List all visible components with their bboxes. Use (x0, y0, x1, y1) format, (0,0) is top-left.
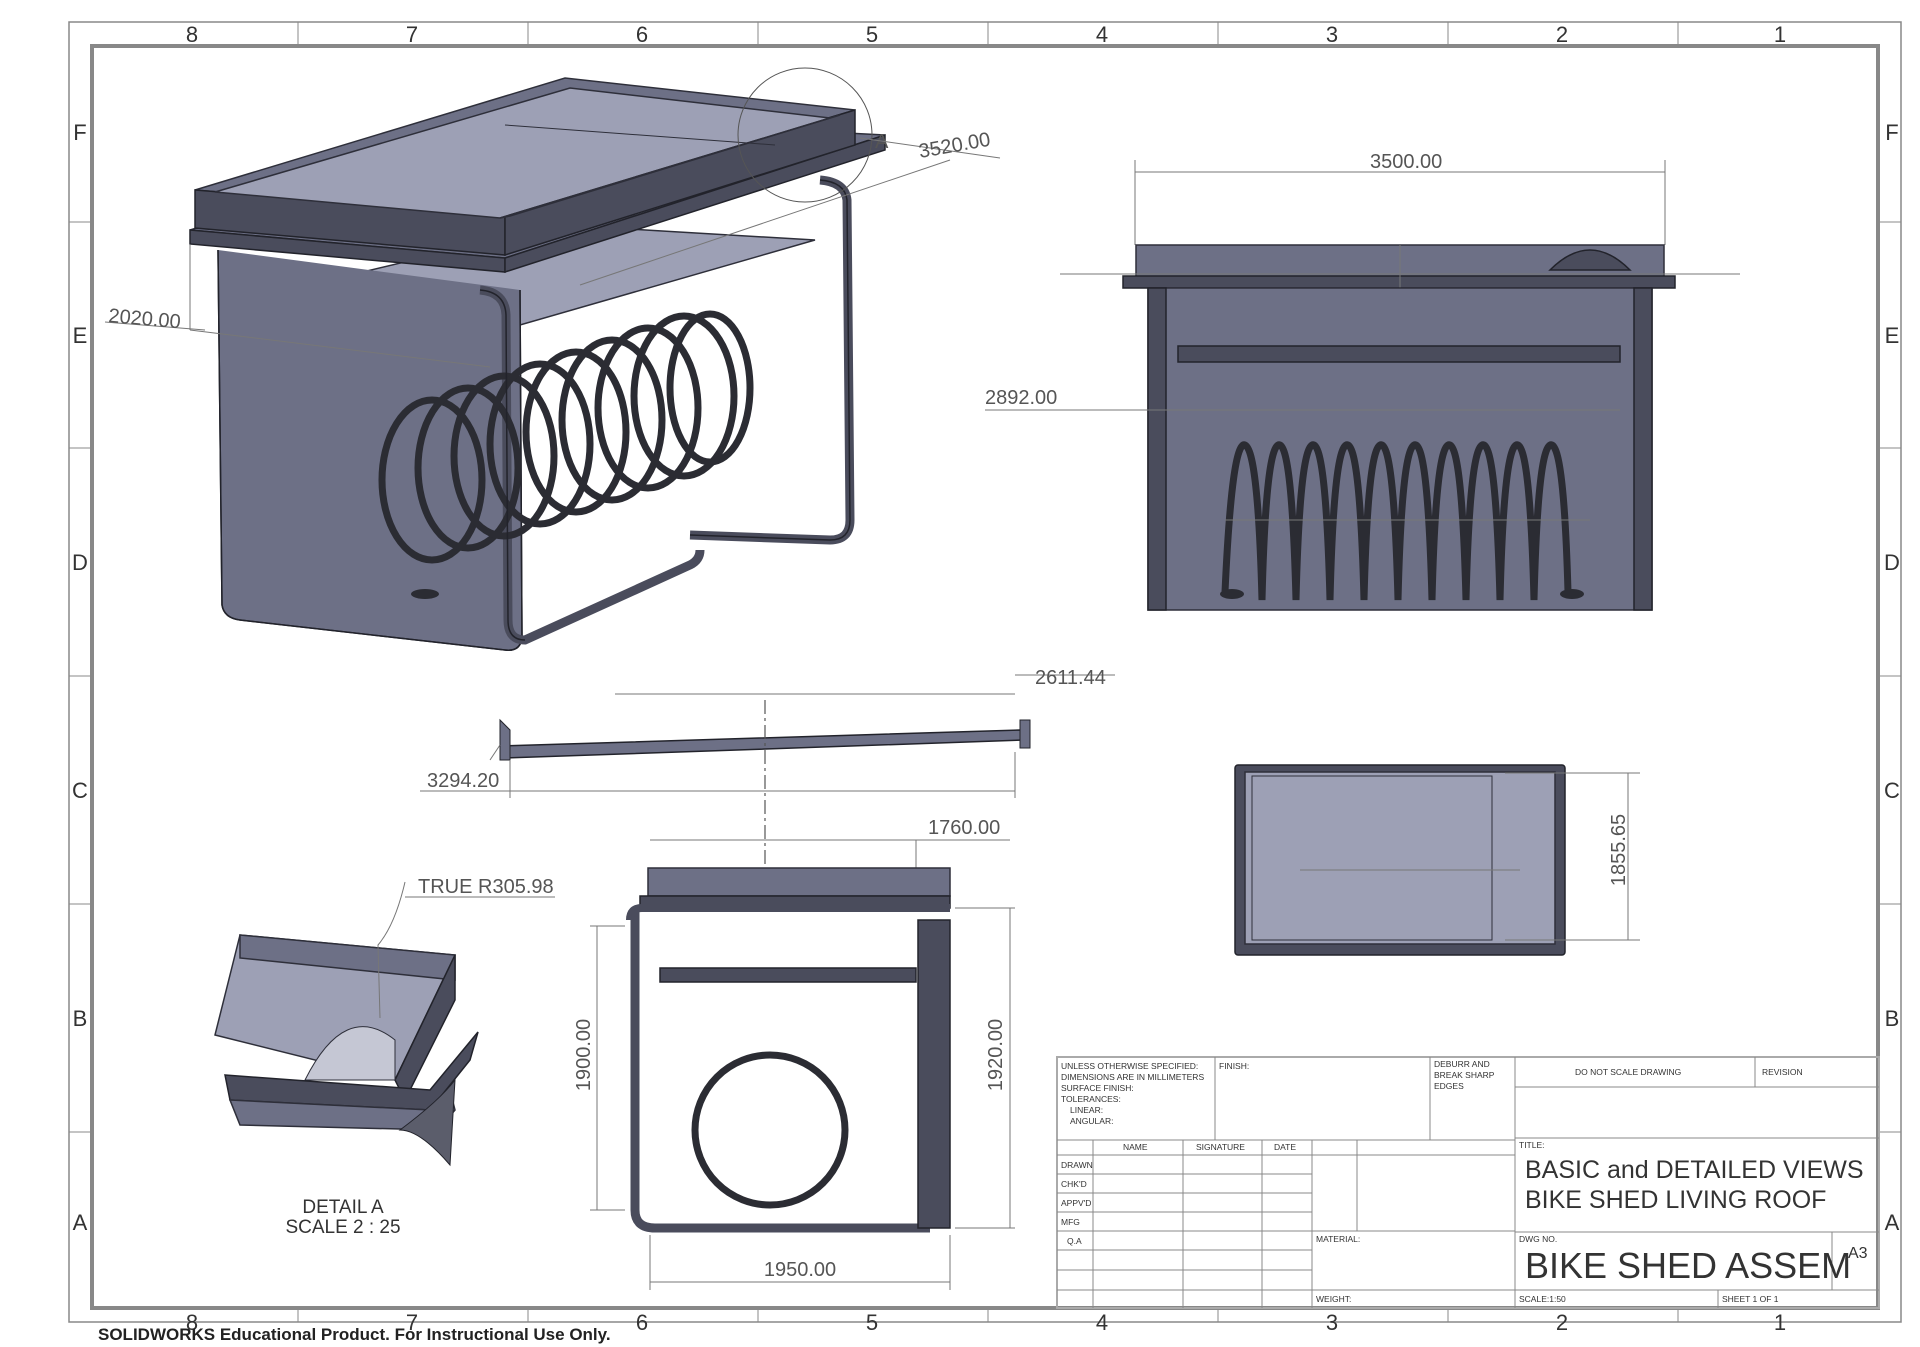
tb-role-qa: Q.A (1067, 1236, 1082, 1246)
tb-note-1: DIMENSIONS ARE IN MILLIMETERS (1061, 1072, 1204, 1082)
detail-a-callout: A (875, 131, 889, 153)
zone-col-7: 7 (406, 22, 418, 47)
isometric-view: A 3520.00 2020.00 (104, 67, 1001, 651)
dim-front-inner: 2892.00 (985, 387, 1057, 409)
tb-title-label: TITLE: (1519, 1140, 1545, 1150)
tb-dwg-label: DWG NO. (1519, 1234, 1557, 1244)
zone-row-e-right: E (1885, 323, 1900, 348)
tb-title-line1: BASIC and DETAILED VIEWS (1525, 1156, 1864, 1184)
tb-revision-label: REVISION (1762, 1067, 1803, 1077)
zone-row-c: C (72, 778, 88, 803)
tb-role-mfg: MFG (1061, 1217, 1080, 1227)
educational-watermark: SOLIDWORKS Educational Product. For Inst… (98, 1325, 611, 1344)
zone-row-a: A (73, 1210, 88, 1235)
front-view: 3500.00 2892.00 (985, 151, 1740, 611)
tb-note-3: TOLERANCES: (1061, 1094, 1121, 1104)
tb-material-label: MATERIAL: (1316, 1234, 1360, 1244)
zone-row-a-right: A (1885, 1210, 1900, 1235)
bike-coil-side (691, 1051, 849, 1209)
tb-note-0: UNLESS OTHERWISE SPECIFIED: (1061, 1061, 1198, 1071)
tb-note-4: LINEAR: (1070, 1105, 1103, 1115)
dim-iso-length: 3520.00 (917, 129, 992, 163)
zone-col-2-bottom: 2 (1556, 1310, 1568, 1335)
detail-a-title: DETAIL A (302, 1197, 384, 1218)
zone-col-4-bottom: 4 (1096, 1310, 1108, 1335)
zone-labels-bottom: 8 7 6 5 4 3 2 1 (186, 1310, 1786, 1335)
side-view: 1760.00 1900.00 1920.00 1950.00 (573, 817, 1015, 1290)
tb-note-5: ANGULAR: (1070, 1116, 1113, 1126)
zone-row-d-right: D (1884, 550, 1900, 575)
tb-size: A3 (1848, 1245, 1868, 1262)
tb-sheet-label: SHEET 1 OF 1 (1722, 1294, 1779, 1304)
zone-col-8-bottom: 8 (186, 1310, 198, 1335)
zone-row-c-right: C (1884, 778, 1900, 803)
dim-top-view-height: 1855.65 (1608, 814, 1630, 886)
section-view: 2611.44 3294.20 (420, 667, 1115, 910)
zone-ticks (69, 22, 1901, 1322)
tb-role-drawn: DRAWN (1061, 1160, 1093, 1170)
zone-col-1: 1 (1774, 22, 1786, 47)
tb-scale-label: SCALE:1:50 (1519, 1294, 1566, 1304)
dim-section-top: 2611.44 (1035, 667, 1106, 689)
dim-iso-depth: 2020.00 (108, 305, 182, 333)
zone-col-3: 3 (1326, 22, 1338, 47)
bike-coil-isometric (378, 310, 754, 599)
top-view: 1855.65 (1234, 764, 1640, 956)
detail-a-view: TRUE R305.98 DETAIL A SCALE 2 : 25 (214, 876, 555, 1238)
zone-row-f-right: F (1885, 120, 1898, 145)
zone-labels-top: 8 7 6 5 4 3 2 1 (186, 22, 1786, 47)
zone-col-5: 5 (866, 22, 878, 47)
detail-a-circle (737, 67, 873, 203)
tb-do-not-scale: DO NOT SCALE DRAWING (1575, 1067, 1681, 1077)
tb-col-name: NAME (1123, 1142, 1148, 1152)
zone-row-e: E (73, 323, 88, 348)
tb-col-signature: SIGNATURE (1196, 1142, 1245, 1152)
tb-title-line2: BIKE SHED LIVING ROOF (1525, 1186, 1826, 1214)
detail-a-scale: SCALE 2 : 25 (285, 1217, 400, 1238)
zone-labels-rows: F E D C B A F E D C B A (72, 120, 1900, 1235)
zone-col-1-bottom: 1 (1774, 1310, 1786, 1335)
dim-front-width: 3500.00 (1370, 151, 1442, 173)
title-block (1056, 1056, 1880, 1309)
zone-row-b: B (73, 1006, 88, 1031)
zone-col-6-bottom: 6 (636, 1310, 648, 1335)
dim-side-height-left: 1900.00 (573, 1019, 595, 1091)
tb-deburr-1: BREAK SHARP (1434, 1070, 1495, 1080)
title-block-text: UNLESS OTHERWISE SPECIFIED: DIMENSIONS A… (1061, 1059, 1868, 1304)
zone-col-6: 6 (636, 22, 648, 47)
zone-col-4: 4 (1096, 22, 1108, 47)
zone-col-2: 2 (1556, 22, 1568, 47)
tb-finish-label: FINISH: (1219, 1061, 1249, 1071)
tb-role-checked: CHK'D (1061, 1179, 1087, 1189)
tb-weight-label: WEIGHT: (1316, 1294, 1351, 1304)
dim-side-top: 1760.00 (928, 817, 1000, 839)
dim-side-width: 1950.00 (764, 1259, 836, 1281)
zone-col-7-bottom: 7 (406, 1310, 418, 1335)
tb-col-date: DATE (1274, 1142, 1296, 1152)
dim-section-bottom: 3294.20 (427, 770, 499, 792)
inner-border (90, 44, 1880, 1310)
zone-row-f: F (73, 120, 86, 145)
zone-row-b-right: B (1885, 1006, 1900, 1031)
tb-deburr-0: DEBURR AND (1434, 1059, 1490, 1069)
dim-detail-radius: TRUE R305.98 (418, 876, 554, 898)
zone-col-3-bottom: 3 (1326, 1310, 1338, 1335)
zone-col-5-bottom: 5 (866, 1310, 878, 1335)
tb-role-approved: APPV'D (1061, 1198, 1091, 1208)
section-slab (498, 729, 1027, 759)
zone-col-8: 8 (186, 22, 198, 47)
tb-note-2: SURFACE FINISH: (1061, 1083, 1134, 1093)
zone-row-d: D (72, 550, 88, 575)
bike-coil-front (1221, 441, 1572, 601)
outer-border (68, 21, 1902, 1323)
tb-deburr-2: EDGES (1434, 1081, 1464, 1091)
dim-side-height-right: 1920.00 (985, 1019, 1007, 1091)
tb-dwg-no: BIKE SHED ASSEM (1525, 1245, 1851, 1286)
